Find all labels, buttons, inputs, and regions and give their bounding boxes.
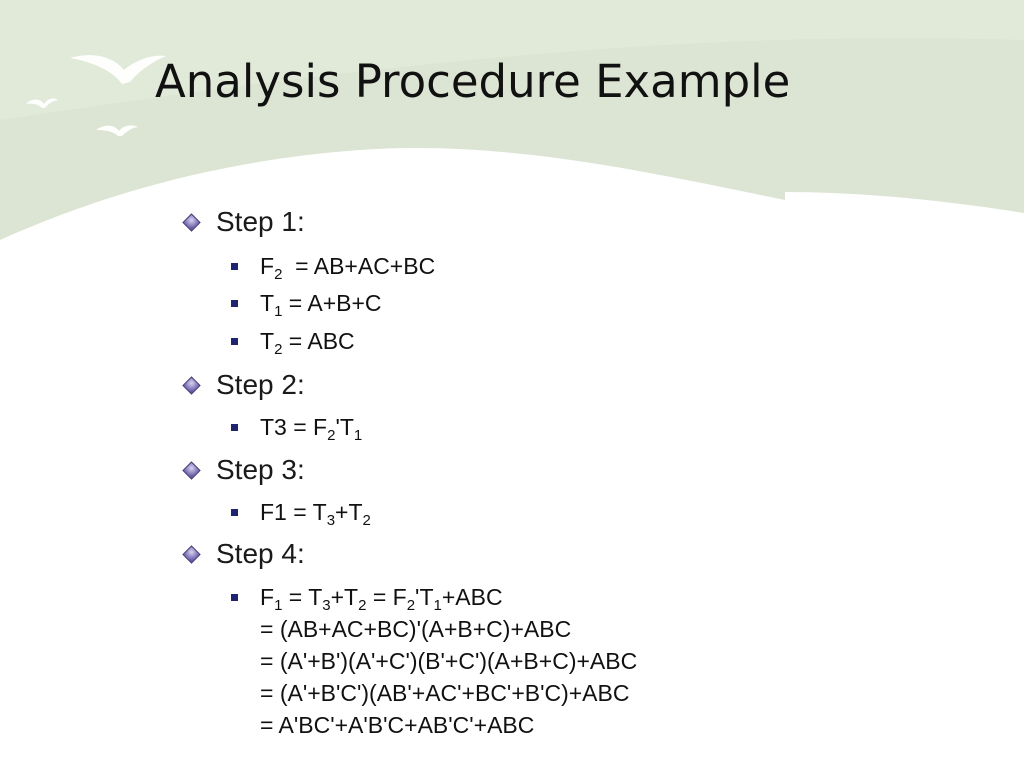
diamond-bullet-icon	[182, 212, 201, 232]
square-bullet-icon	[231, 593, 238, 601]
step-4-continuation-line: = A'BC'+A'B'C+AB'C'+ABC	[260, 710, 534, 740]
expression: T3 = F2'T1	[260, 413, 363, 444]
square-bullet-icon	[231, 423, 238, 431]
step-4: Step 4:	[182, 537, 305, 571]
expression: = (AB+AC+BC)'(A+B+C)+ABC	[260, 615, 572, 642]
diamond-bullet-icon	[182, 460, 201, 480]
step-label: Step 3:	[216, 454, 305, 485]
seagull-icon	[70, 55, 166, 84]
header-background	[0, 0, 1024, 240]
step-3: Step 3:	[182, 453, 305, 487]
expression: = (A'+B'C')(AB'+AC'+BC'+B'C)+ABC	[260, 679, 630, 706]
expression: T1 = A+B+C	[260, 289, 382, 320]
expression: F1 = T3+T2 = F2'T1+ABC	[260, 583, 503, 614]
step-label: Step 1:	[216, 206, 305, 237]
step-4-item-1: F1 = T3+T2 = F2'T1+ABC	[231, 582, 503, 614]
expression: = (A'+B')(A'+C')(B'+C')(A+B+C)+ABC	[260, 647, 638, 674]
step-1-item-2: T1 = A+B+C	[231, 288, 382, 320]
square-bullet-icon	[231, 262, 238, 270]
seagull-icon	[26, 98, 58, 108]
slide-title: Analysis Procedure Example	[155, 55, 791, 108]
step-label: Step 4:	[216, 538, 305, 569]
step-2-item-1: T3 = F2'T1	[231, 412, 363, 444]
seagull-icon	[96, 125, 138, 136]
header-band-highlight	[0, 0, 1024, 120]
step-1-item-3: T2 = ABC	[231, 326, 355, 358]
step-3-item-1: F1 = T3+T2	[231, 497, 371, 529]
step-4-continuation-line: = (AB+AC+BC)'(A+B+C)+ABC	[260, 614, 571, 644]
step-2: Step 2:	[182, 368, 305, 402]
square-bullet-icon	[231, 508, 238, 516]
expression: F1 = T3+T2	[260, 498, 371, 529]
diamond-bullet-icon	[182, 375, 201, 395]
step-1-item-1: F2 = AB+AC+BC	[231, 251, 436, 283]
expression: = A'BC'+A'B'C+AB'C'+ABC	[260, 711, 535, 738]
step-4-continuation-line: = (A'+B')(A'+C')(B'+C')(A+B+C)+ABC	[260, 646, 637, 676]
step-4-continuation-line: = (A'+B'C')(AB'+AC'+BC'+B'C)+ABC	[260, 678, 629, 708]
expression: F2 = AB+AC+BC	[260, 252, 436, 283]
square-bullet-icon	[231, 337, 238, 345]
square-bullet-icon	[231, 299, 238, 307]
step-1: Step 1:	[182, 205, 305, 239]
step-label: Step 2:	[216, 369, 305, 400]
diamond-bullet-icon	[182, 544, 201, 564]
expression: T2 = ABC	[260, 327, 355, 358]
